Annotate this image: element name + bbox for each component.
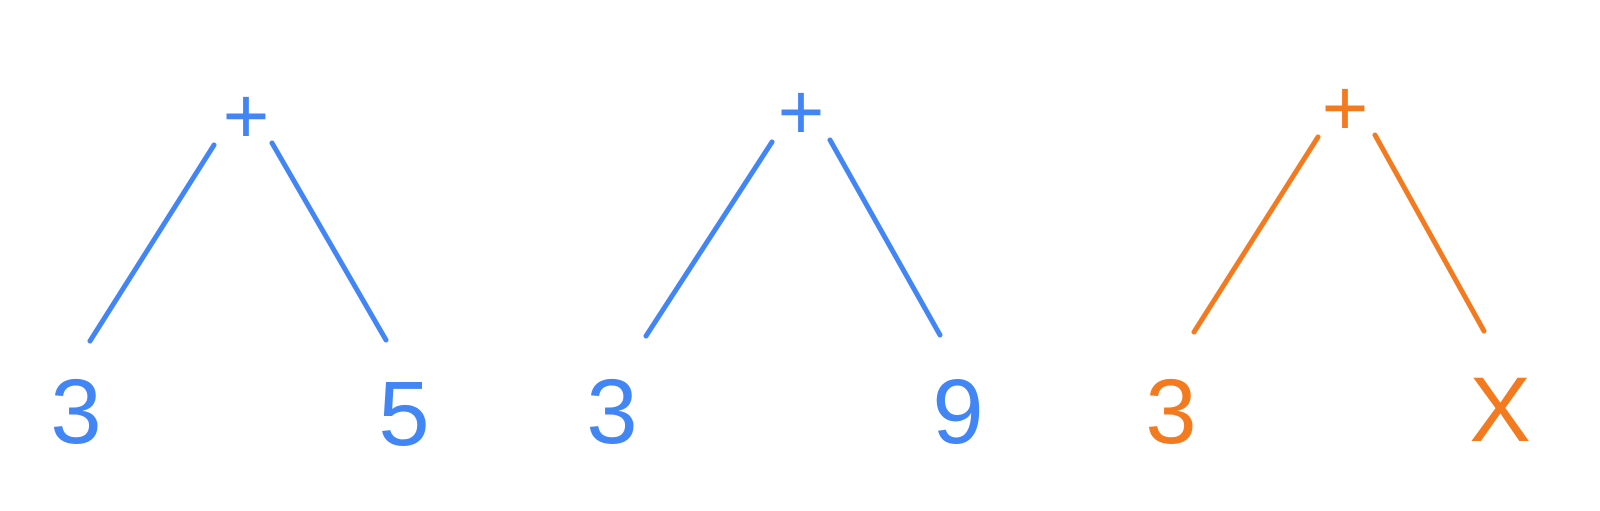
tree-1-right-operand: 5 [378,363,430,465]
expression-tree-3: + 3 X [1080,0,1600,511]
tree-2-right-edge [827,137,943,338]
tree-3-right-edge [1372,132,1487,334]
tree-1-left-operand: 3 [50,361,102,463]
tree-2-right-operand: 9 [932,361,984,463]
tree-2-edges [643,137,943,339]
tree-1-right-edge [269,140,389,343]
tree-3-left-operand: 3 [1145,361,1197,463]
tree-1-edges [87,140,389,344]
tree-1-left-edge [87,142,217,344]
tree-2-left-edge [643,139,775,339]
tree-3-operator: + [1321,63,1369,152]
expression-tree-1: + 3 5 [0,0,540,511]
tree-3-left-edge [1191,134,1321,335]
tree-3-right-variable: X [1469,359,1531,461]
tree-2-operator: + [777,67,825,156]
expression-tree-2: + 3 9 [540,0,1080,511]
tree-2-left-operand: 3 [586,361,638,463]
tree-1-operator: + [222,71,270,160]
tree-3-edges [1191,132,1487,335]
